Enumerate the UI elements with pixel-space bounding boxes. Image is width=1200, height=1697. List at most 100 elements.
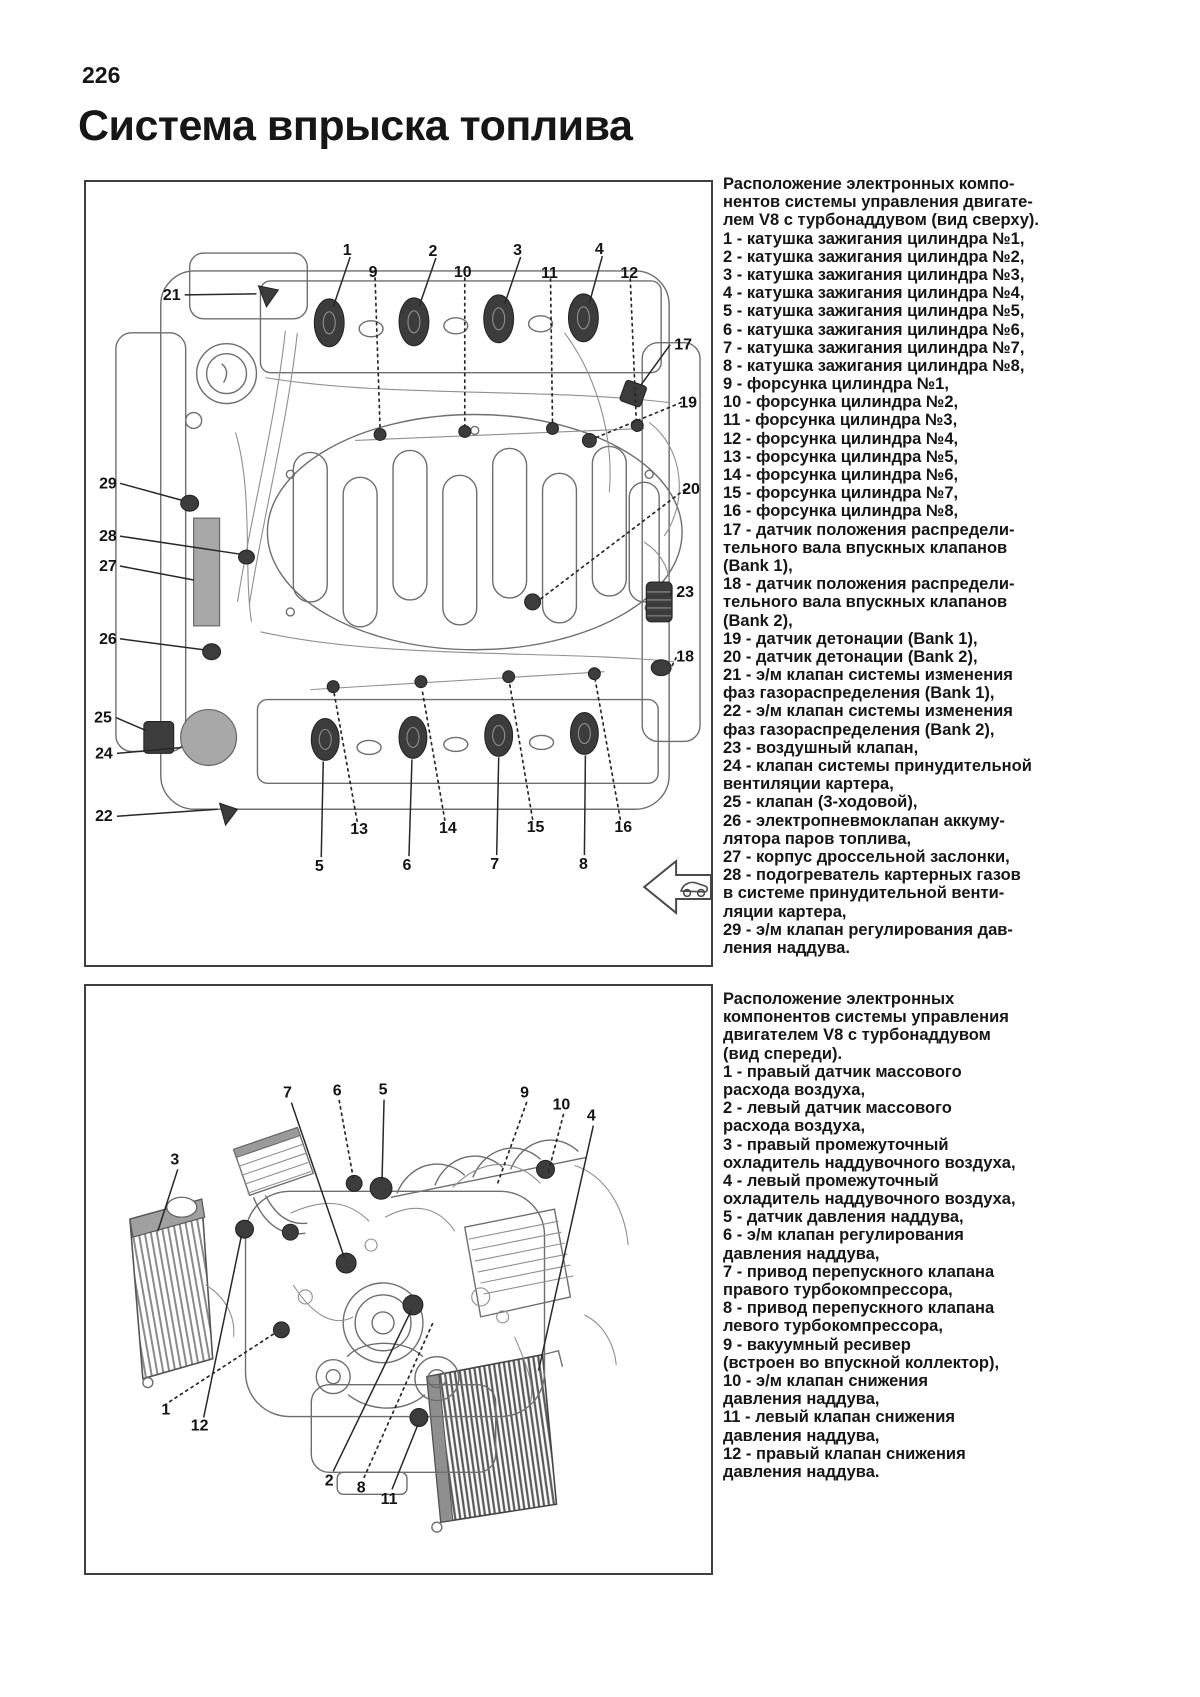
page-title: Система впрыска топлива bbox=[78, 102, 633, 150]
legend-line: ления наддува. bbox=[723, 938, 850, 957]
legend-line: 8 - привод перепускного клапана bbox=[723, 1299, 995, 1318]
evap-solenoid bbox=[202, 643, 222, 661]
maf-sensor-right bbox=[272, 1321, 290, 1339]
legend-line: 29 - э/м клапан регулирования дав- bbox=[723, 920, 1013, 939]
legend-line: 26 - электропневмоклапан аккуму- bbox=[723, 811, 1005, 830]
legend-line: 3 - катушка зажигания цилиндра №3, bbox=[723, 265, 1025, 284]
legend-line: расхода воздуха, bbox=[723, 1117, 866, 1136]
injector-3 bbox=[546, 421, 559, 435]
legend-line: 9 - форсунка цилиндра №1, bbox=[723, 375, 949, 394]
callout-number-10: 10 bbox=[553, 1097, 571, 1114]
ignition-coils bbox=[310, 293, 599, 761]
callout-number-7: 7 bbox=[283, 1085, 292, 1102]
callout-number-27: 27 bbox=[99, 558, 117, 575]
legend-line: 6 - э/м клапан регулирования bbox=[723, 1226, 964, 1245]
legend-line: 2 - катушка зажигания цилиндра №2, bbox=[723, 247, 1025, 266]
legend-line: 13 - форсунка цилиндра №5, bbox=[723, 447, 959, 466]
callout-number-2: 2 bbox=[428, 243, 437, 260]
legend-line: 10 - форсунка цилиндра №2, bbox=[723, 393, 959, 412]
pulleys-and-belt bbox=[315, 1282, 460, 1409]
legend-line: нентов системы управления двигате- bbox=[723, 193, 1033, 212]
knock-sensor-bank1 bbox=[581, 432, 597, 448]
legend-line: 1 - катушка зажигания цилиндра №1, bbox=[723, 229, 1025, 248]
engine-outline bbox=[115, 252, 701, 810]
injector-7 bbox=[502, 670, 516, 684]
callout-number-9: 9 bbox=[369, 264, 378, 281]
legend-line: лем V8 с турбонаддувом (вид сверху). bbox=[723, 211, 1039, 230]
legend-line: правого турбокомпрессора, bbox=[723, 1281, 953, 1299]
pcv-valve-cap bbox=[180, 708, 238, 766]
legend-line: Расположение электронных bbox=[723, 990, 955, 1008]
legend-line: фаз газораспределения (Bank 2), bbox=[723, 720, 995, 739]
left-accessories bbox=[143, 343, 258, 766]
legend-line: (вид спереди). bbox=[723, 1044, 843, 1063]
legend-line: 12 - правый клапан снижения bbox=[723, 1444, 966, 1463]
legend-line: 19 - датчик детонации (Bank 1), bbox=[723, 629, 978, 648]
intake-manifold-runners bbox=[390, 1139, 587, 1198]
callout-number-20: 20 bbox=[682, 481, 700, 498]
leader-lines bbox=[157, 1099, 595, 1490]
callout-number-19: 19 bbox=[679, 395, 697, 412]
legend-line: 15 - форсунка цилиндра №7, bbox=[723, 484, 959, 503]
boost-control-solenoid bbox=[345, 1174, 363, 1192]
callout-number-10: 10 bbox=[454, 264, 472, 281]
hose-clamp bbox=[281, 1223, 299, 1241]
callout-number-9: 9 bbox=[520, 1085, 529, 1102]
legend-line: 23 - воздушный клапан, bbox=[723, 738, 919, 757]
legend-line: фаз газораспределения (Bank 1), bbox=[723, 684, 995, 703]
vvt-solenoid-bank1 bbox=[257, 285, 280, 308]
callout-number-12: 12 bbox=[191, 1417, 209, 1434]
legend-line: 1 - правый датчик массового bbox=[723, 1062, 962, 1081]
legend-line: 5 - катушка зажигания цилиндра №5, bbox=[723, 302, 1025, 321]
legend-line: 3 - правый промежуточный bbox=[723, 1135, 949, 1154]
callout-number-17: 17 bbox=[674, 337, 692, 354]
legend-line: (Bank 1), bbox=[723, 556, 793, 575]
legend-line: 7 - катушка зажигания цилиндра №7, bbox=[723, 338, 1025, 357]
engine-top-view-drawing: 1921031141221292827262524221719202318131… bbox=[94, 241, 711, 916]
injector-1 bbox=[373, 427, 387, 441]
legend-line: 4 - катушка зажигания цилиндра №4, bbox=[723, 284, 1025, 303]
callout-number-1: 1 bbox=[161, 1402, 170, 1419]
legend-line: 2 - левый датчик массового bbox=[723, 1099, 952, 1118]
fuel-rails bbox=[310, 418, 645, 694]
legend-line: 16 - форсунка цилиндра №8, bbox=[723, 502, 959, 521]
legend-line: компонентов системы управления bbox=[723, 1008, 1009, 1027]
legend-line: тельного вала впускных клапанов bbox=[723, 538, 1008, 557]
legend-line: 11 - форсунка цилиндра №3, bbox=[723, 411, 958, 430]
callout-number-6: 6 bbox=[403, 857, 412, 874]
callout-number-28: 28 bbox=[99, 528, 117, 545]
injector-2 bbox=[458, 424, 472, 438]
legend-line: 22 - э/м клапан системы изменения bbox=[723, 702, 1013, 721]
callout-number-29: 29 bbox=[99, 475, 117, 492]
knock-sensor-bank2 bbox=[524, 593, 542, 611]
callout-number-26: 26 bbox=[99, 631, 117, 648]
legend-line: 12 - форсунка цилиндра №4, bbox=[723, 429, 959, 448]
callout-number-4: 4 bbox=[587, 1108, 596, 1125]
injector-4 bbox=[630, 418, 644, 432]
intercooler-left-side bbox=[426, 1350, 564, 1533]
legend-line: 11 - левый клапан снижения bbox=[723, 1408, 955, 1427]
leader-lines bbox=[115, 255, 686, 858]
boost-pressure-sensor bbox=[369, 1176, 393, 1200]
legend-line: давления наддува, bbox=[723, 1244, 880, 1263]
callout-number-7: 7 bbox=[490, 856, 499, 873]
injector-5 bbox=[326, 680, 340, 694]
boost-reduction-valve-left bbox=[409, 1408, 429, 1427]
three-way-valve bbox=[143, 721, 175, 754]
intercooler-right-side bbox=[129, 1196, 214, 1389]
callout-number-16: 16 bbox=[614, 819, 632, 836]
callout-number-6: 6 bbox=[333, 1083, 342, 1100]
valve-cover bbox=[464, 1208, 574, 1318]
callout-number-11: 11 bbox=[381, 1491, 398, 1508]
air-filter-housing bbox=[232, 1126, 314, 1235]
callout-number-25: 25 bbox=[94, 710, 112, 727]
legend-line: вентиляции картера, bbox=[723, 775, 894, 794]
boost-control-solenoid bbox=[180, 494, 200, 512]
callout-number-23: 23 bbox=[676, 584, 694, 601]
camshaft-sensor-bank2 bbox=[650, 659, 672, 677]
car-direction-arrow-icon bbox=[642, 858, 711, 916]
